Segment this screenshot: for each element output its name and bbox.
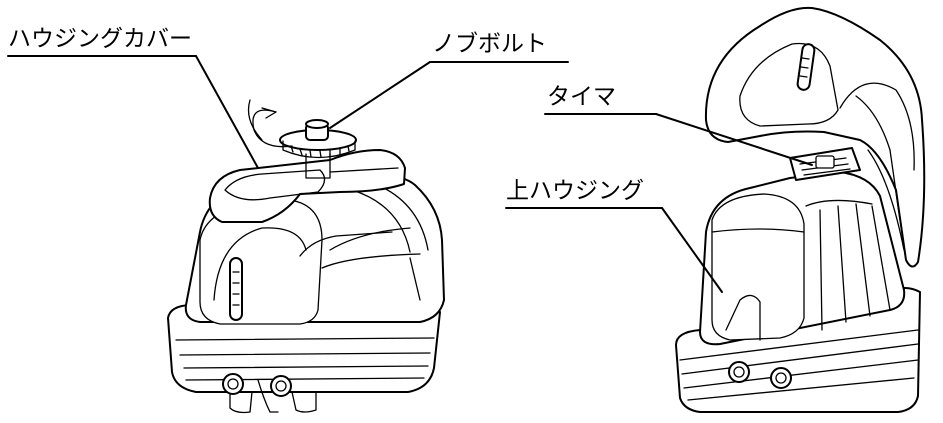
- housing-cover-label: ハウジングカバー: [8, 26, 192, 52]
- opened-unit: [675, 6, 926, 413]
- upper-housing-label: 上ハウジング: [506, 178, 644, 204]
- leader-lines: [7, 55, 813, 293]
- knob-bolt-label: ノブボルト: [432, 31, 547, 57]
- assembled-unit: [167, 99, 445, 414]
- timer-label: タイマ: [547, 84, 616, 110]
